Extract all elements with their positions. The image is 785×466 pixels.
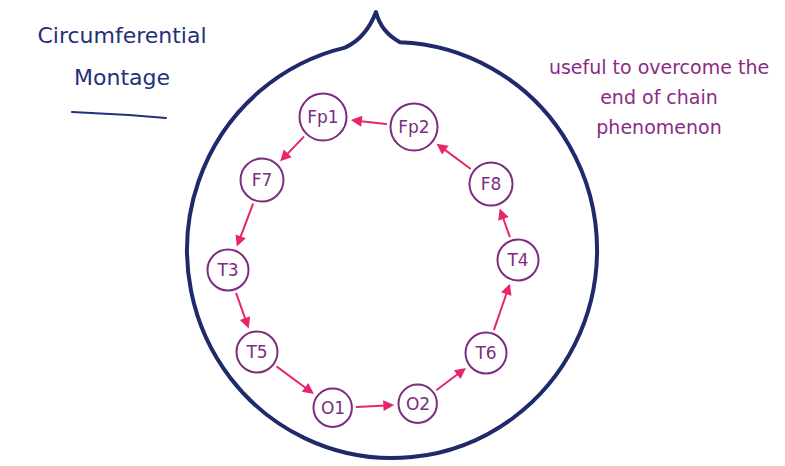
electrode-text-wrap: O2 [397, 383, 438, 424]
side-note: useful to overcome the end of chain phen… [540, 52, 778, 142]
electrode-text-wrap: T5 [235, 330, 279, 374]
arrow-head [280, 150, 292, 162]
montage-arrow [280, 137, 303, 161]
montage-arrow [351, 116, 386, 127]
electrode-outline [470, 163, 513, 206]
montage-arrow [236, 204, 253, 246]
electrode-text-wrap: T3 [206, 248, 250, 292]
electrode-label: T5 [246, 342, 267, 362]
arrow-line [443, 148, 470, 168]
montage-arrow [494, 284, 511, 330]
arrow-head [437, 144, 449, 155]
arrow-line [286, 137, 304, 155]
arrow-head [240, 316, 250, 328]
electrode-label: F8 [481, 174, 502, 194]
arrow-line [502, 216, 509, 236]
electrode-outline [466, 333, 507, 374]
arrow-line [240, 204, 253, 239]
electrode-outline [498, 240, 539, 281]
electrode-circle: Fp1 [298, 92, 348, 142]
electrode-circle: O2 [397, 383, 438, 424]
arrow-line [437, 373, 460, 390]
electrode-outline [300, 94, 347, 141]
electrode-outline [237, 332, 278, 373]
arrow-line [236, 294, 246, 321]
electrode-label: F7 [252, 170, 273, 190]
arrow-line [359, 121, 386, 124]
electrode-text-wrap: F7 [239, 157, 285, 203]
montage-arrow [498, 208, 509, 236]
electrode-text-wrap: T4 [496, 238, 540, 282]
electrode-label: T3 [217, 260, 238, 280]
arrow-head [454, 368, 466, 379]
electrode-outline [399, 385, 437, 423]
electrode-circle: T3 [206, 248, 250, 292]
electrode-label: Fp1 [307, 107, 338, 127]
electrode-circle: Fp2 [389, 102, 439, 152]
arrow-head [501, 284, 511, 296]
arrow-head [498, 208, 508, 220]
montage-arrow [437, 368, 466, 390]
arrow-line [357, 405, 387, 406]
electrode-outline [208, 250, 249, 291]
electrode-circle: T6 [464, 331, 508, 375]
electrode-circle: O1 [312, 387, 353, 428]
electrode-text-wrap: Fp2 [389, 102, 439, 152]
electrode-label: Fp2 [398, 117, 429, 137]
montage-arrow [236, 294, 250, 329]
electrode-text-wrap: Fp1 [298, 92, 348, 142]
montage-arrow [277, 367, 314, 394]
arrow-line [494, 291, 507, 329]
electrode-label: T4 [507, 250, 528, 270]
electrode-outline [241, 159, 284, 202]
electrode-outline [391, 104, 438, 151]
electrode-circle: F8 [468, 161, 514, 207]
electrode-circle: T4 [496, 238, 540, 282]
electrode-label: O2 [406, 394, 430, 414]
electrode-outline [314, 389, 352, 427]
electrode-text-wrap: T6 [464, 331, 508, 375]
head-outline [187, 12, 597, 458]
electrode-circle: F7 [239, 157, 285, 203]
electrode-circle: T5 [235, 330, 279, 374]
diagram-title: Circumferential Montage [8, 15, 236, 99]
arrow-line [277, 367, 307, 389]
montage-arrow [357, 400, 395, 411]
montage-arrow [437, 144, 471, 169]
arrow-head [302, 383, 314, 394]
electrode-label: T6 [475, 343, 496, 363]
arrow-head [236, 234, 246, 246]
arrow-head [383, 400, 394, 411]
electrode-text-wrap: O1 [312, 387, 353, 428]
arrow-head [351, 116, 363, 127]
title-underline [72, 112, 166, 118]
electrode-label: O1 [321, 398, 345, 418]
electrode-text-wrap: F8 [468, 161, 514, 207]
